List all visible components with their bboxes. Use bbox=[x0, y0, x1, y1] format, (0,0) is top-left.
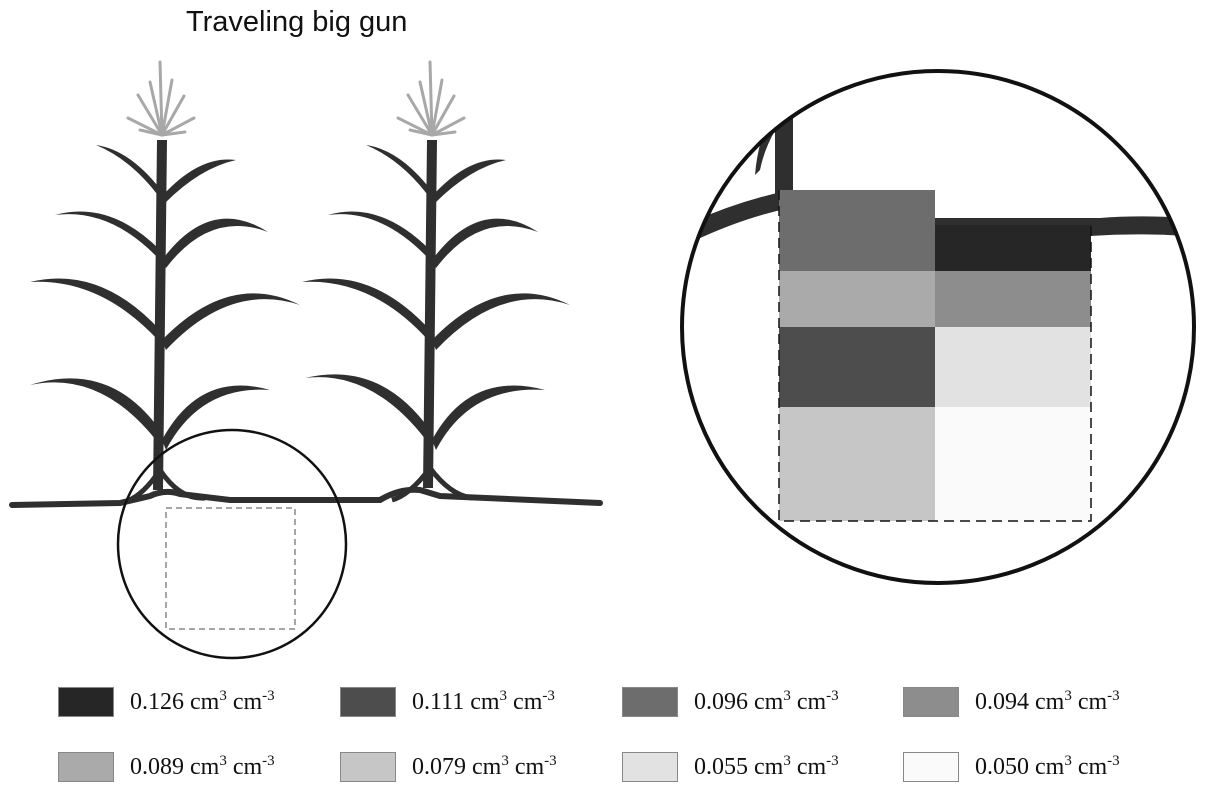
legend-label: 0.079 cm3 cm-3 bbox=[412, 753, 557, 780]
legend-swatch-1 bbox=[340, 687, 396, 717]
magnifier-circle-small bbox=[116, 428, 348, 660]
legend-item: 0.126 cm3 cm-3 bbox=[58, 685, 275, 719]
soil-surface bbox=[9, 486, 603, 508]
legend-swatch-3 bbox=[903, 687, 959, 717]
legend-label: 0.055 cm3 cm-3 bbox=[694, 753, 839, 780]
legend-item: 0.050 cm3 cm-3 bbox=[903, 750, 1120, 784]
grid-cell bbox=[779, 327, 935, 407]
grid-cell bbox=[935, 271, 1091, 327]
legend-label: 0.050 cm3 cm-3 bbox=[975, 753, 1120, 780]
legend-item: 0.096 cm3 cm-3 bbox=[622, 685, 839, 719]
legend-item: 0.079 cm3 cm-3 bbox=[340, 750, 557, 784]
legend-swatch-7 bbox=[903, 752, 959, 782]
diagram-title: Traveling big gun bbox=[186, 6, 408, 38]
legend-swatch-2 bbox=[622, 687, 678, 717]
grid-cell bbox=[935, 225, 1091, 271]
legend-swatch-4 bbox=[58, 752, 114, 782]
legend-swatch-0 bbox=[58, 687, 114, 717]
legend-label: 0.111 cm3 cm-3 bbox=[412, 688, 555, 715]
legend-label: 0.096 cm3 cm-3 bbox=[694, 688, 839, 715]
legend-label: 0.094 cm3 cm-3 bbox=[975, 688, 1120, 715]
magnifier-circle-large bbox=[680, 69, 1196, 585]
legend-swatch-5 bbox=[340, 752, 396, 782]
grid-dashed-outline bbox=[778, 190, 1092, 522]
grid-cell bbox=[779, 271, 935, 327]
grid-slope-top bbox=[779, 190, 935, 225]
corn-plant-left bbox=[30, 60, 300, 506]
legend-item: 0.055 cm3 cm-3 bbox=[622, 750, 839, 784]
grid-cell bbox=[935, 407, 1091, 521]
zoom-view bbox=[682, 71, 1194, 522]
grid-cell bbox=[779, 407, 935, 521]
legend-label: 0.089 cm3 cm-3 bbox=[130, 753, 275, 780]
legend-label: 0.126 cm3 cm-3 bbox=[130, 688, 275, 715]
soil-moisture-grid bbox=[778, 190, 1092, 522]
sampling-box-small bbox=[165, 507, 296, 630]
legend-item: 0.111 cm3 cm-3 bbox=[340, 685, 555, 719]
grid-cell bbox=[935, 327, 1091, 407]
legend-item: 0.089 cm3 cm-3 bbox=[58, 750, 275, 784]
legend-item: 0.094 cm3 cm-3 bbox=[903, 685, 1120, 719]
corn-plant-right bbox=[302, 60, 570, 503]
legend-swatch-6 bbox=[622, 752, 678, 782]
diagram-scene bbox=[9, 60, 1196, 660]
